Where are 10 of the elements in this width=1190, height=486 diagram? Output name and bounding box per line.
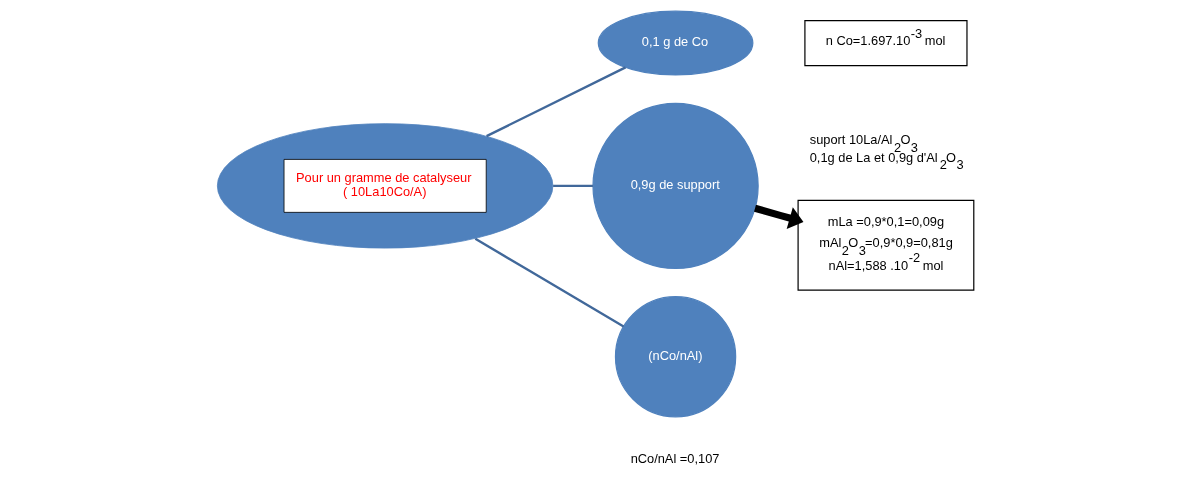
node-circle: (nCo/nAl): [614, 296, 736, 418]
node-label: nCo/nAl =0,107: [630, 451, 719, 467]
node-circle: 0,9g de support: [591, 102, 759, 270]
connector: [474, 237, 624, 328]
connector: [485, 66, 626, 138]
arrow: [753, 204, 803, 229]
cluster: [216, 123, 553, 249]
node-ellipse: 0,1 g de Co: [597, 10, 753, 76]
connector: [552, 184, 593, 188]
node-text: Pour un gramme de catalyseur ( 10La10Co/A): [295, 169, 471, 200]
